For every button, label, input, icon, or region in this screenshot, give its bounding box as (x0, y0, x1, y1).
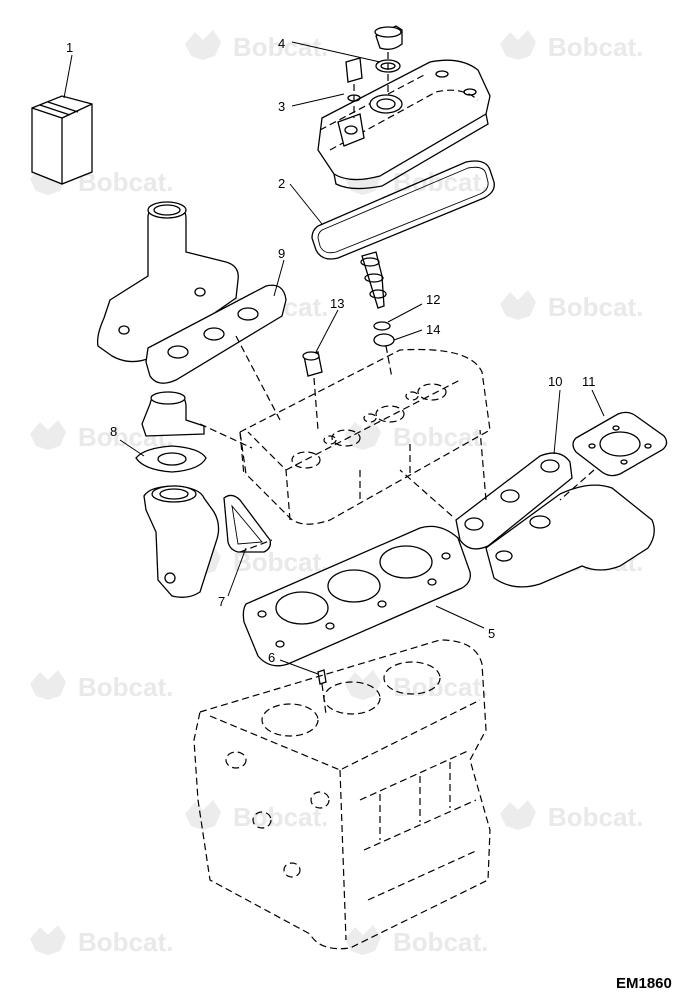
bobcat-logo-icon (345, 670, 381, 700)
cylinder-block (193, 639, 491, 950)
cylinder-head-gasket (242, 525, 471, 667)
bobcat-logo-icon (30, 925, 66, 955)
callout-5: 5 (488, 626, 495, 641)
watermark: Bobcat. (185, 30, 328, 62)
valve-stem-seal (302, 351, 323, 431)
callout-1: 1 (66, 40, 73, 55)
watermark: Bobcat. (500, 30, 643, 62)
thermostat-housing (141, 391, 205, 437)
cover-nut (345, 57, 363, 118)
watermark-text: Bobcat. (393, 927, 488, 957)
watermark: Bobcat. (345, 420, 488, 452)
watermark-text: Bobcat. (548, 32, 643, 62)
water-flange-gasket (223, 494, 272, 553)
callout-6: 6 (268, 650, 275, 665)
callout-11: 11 (582, 374, 596, 389)
watermark: Bobcat. (30, 670, 173, 702)
bobcat-logo-icon (500, 800, 536, 830)
cover-gasket-inner (317, 166, 489, 254)
leader-lines (63, 41, 605, 675)
callout-7: 7 (218, 594, 225, 609)
callout-labels: 1 2 3 4 5 6 7 8 9 10 11 12 13 14 (66, 36, 596, 665)
watermark: Bobcat. (345, 670, 488, 702)
assembly-guide-lines (199, 335, 595, 715)
callout-12: 12 (426, 292, 440, 307)
thermostat-gasket (135, 445, 207, 473)
callout-2: 2 (278, 176, 285, 191)
bobcat-logo-icon (185, 30, 221, 60)
watermark-text: Bobcat. (393, 672, 488, 702)
water-flange (143, 485, 220, 598)
bobcat-logo-icon (30, 670, 66, 700)
watermark: Bobcat. (500, 800, 643, 832)
figure-reference: EM1860 (616, 975, 672, 992)
dowel-pin (317, 669, 327, 685)
cover-gasket (311, 160, 495, 260)
watermark: Bobcat. (500, 290, 643, 322)
callout-9: 9 (278, 246, 285, 261)
valve-cover (317, 59, 491, 190)
intake-manifold (96, 201, 239, 363)
exhaust-manifold-gasket (455, 452, 573, 550)
watermark: Bobcat. (185, 800, 328, 832)
bobcat-logo-icon (345, 925, 381, 955)
bobcat-logo-icon (500, 290, 536, 320)
callout-8: 8 (110, 424, 117, 439)
gasket-kit-box (31, 95, 93, 185)
bobcat-logo-icon (185, 800, 221, 830)
callout-3: 3 (278, 99, 285, 114)
watermark: Bobcat. (30, 925, 173, 957)
watermark-text: Bobcat. (233, 802, 328, 832)
injector (360, 251, 395, 379)
callout-14: 14 (426, 322, 440, 337)
watermark: Bobcat. (345, 925, 488, 957)
cylinder-head (239, 348, 491, 525)
watermark-text: Bobcat. (548, 292, 643, 322)
watermark-text: Bobcat. (78, 672, 173, 702)
watermark-text: Bobcat. (78, 167, 173, 197)
watermark-text: Bobcat. (78, 927, 173, 957)
callout-10: 10 (548, 374, 562, 389)
bobcat-logo-icon (500, 30, 536, 60)
intake-manifold-gasket (145, 284, 287, 384)
bobcat-logo-icon (345, 420, 381, 450)
exhaust-manifold (485, 484, 655, 588)
watermark-text: Bobcat. (393, 422, 488, 452)
callout-4: 4 (278, 36, 285, 51)
bobcat-logo-icon (30, 420, 66, 450)
oil-filler-cap (374, 25, 403, 92)
callout-13: 13 (330, 296, 344, 311)
exhaust-flange-gasket (572, 411, 668, 477)
watermark-text: Bobcat. (393, 167, 488, 197)
watermark-text: Bobcat. (548, 802, 643, 832)
watermark: Bobcat. (30, 420, 173, 452)
